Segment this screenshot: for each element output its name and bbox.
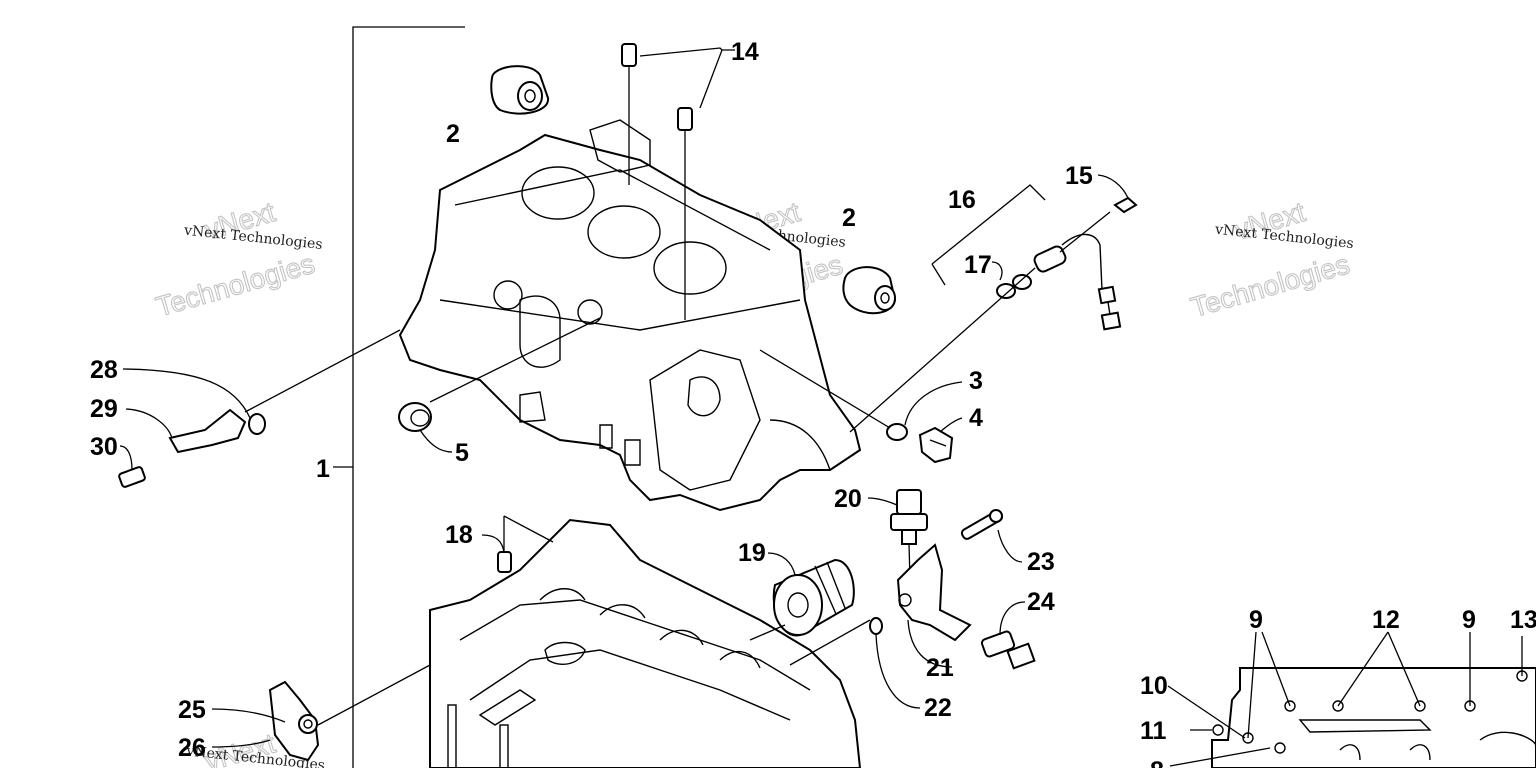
svg-text:Technologies: Technologies xyxy=(1187,248,1353,323)
callout-13: 13 xyxy=(1510,606,1536,634)
callout-29: 29 xyxy=(90,395,118,423)
callout-2-top: 2 xyxy=(446,120,460,148)
callout-28: 28 xyxy=(90,356,118,384)
callout-14: 14 xyxy=(731,38,759,66)
callout-10: 10 xyxy=(1140,672,1168,700)
assembly-bracket xyxy=(333,26,465,768)
callout-9-right: 9 xyxy=(1462,606,1476,634)
watermark-right: vNext vNext Technologies Technologies xyxy=(1187,196,1355,324)
callout-2-right: 2 xyxy=(842,204,856,232)
callout-30: 30 xyxy=(90,433,118,461)
callout-5: 5 xyxy=(455,439,469,467)
upper-crankcase xyxy=(398,119,862,512)
o-ring-3-and-plug-4 xyxy=(759,349,963,464)
callout-25: 25 xyxy=(178,696,206,724)
callout-22: 22 xyxy=(924,694,952,722)
callout-21: 21 xyxy=(926,654,954,682)
callout-12: 12 xyxy=(1372,606,1400,634)
callout-18: 18 xyxy=(445,521,473,549)
callout-24: 24 xyxy=(1027,588,1055,616)
callout-26: 26 xyxy=(178,734,206,762)
callout-labels: 1 2 2 3 4 5 8 9 9 10 11 12 13 14 15 16 1… xyxy=(90,38,1536,768)
engine-mount-bushing-top xyxy=(490,65,550,115)
elbow-fitting-28-29-30 xyxy=(118,329,401,488)
callout-3: 3 xyxy=(969,367,983,395)
dowel-pin-18 xyxy=(481,515,554,573)
sensor-15-16-17 xyxy=(849,174,1138,433)
plug-5 xyxy=(398,317,601,453)
watermark-left: vNext vNext Technologies Technologies xyxy=(152,196,323,323)
svg-text:Technologies: Technologies xyxy=(152,248,318,323)
cover-plate-right xyxy=(1167,631,1536,768)
mount-bracket-25-26 xyxy=(211,664,431,762)
sensor-assembly-20-24 xyxy=(789,489,1036,709)
callout-9-left: 9 xyxy=(1249,606,1263,634)
callout-16: 16 xyxy=(948,186,976,214)
callout-19: 19 xyxy=(738,539,766,567)
callout-8: 8 xyxy=(1150,757,1164,768)
lower-crankcase xyxy=(429,518,862,768)
callout-20: 20 xyxy=(834,485,862,513)
callout-11: 11 xyxy=(1140,717,1167,745)
callout-23: 23 xyxy=(1027,548,1055,576)
oil-filter-19 xyxy=(749,552,855,641)
engine-mount-bushing-right xyxy=(842,266,897,315)
dowel-pins-14 xyxy=(621,43,735,320)
callout-4: 4 xyxy=(969,404,983,432)
callout-17: 17 xyxy=(964,251,992,279)
callout-1: 1 xyxy=(316,455,330,483)
callout-15: 15 xyxy=(1065,162,1093,190)
